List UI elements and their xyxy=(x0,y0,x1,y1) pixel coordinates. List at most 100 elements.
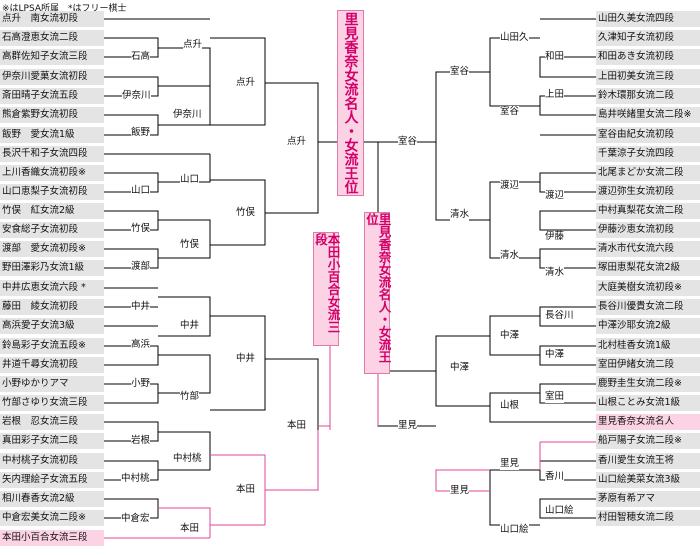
bracket-line xyxy=(539,210,596,231)
player-right: 渡辺弥生女流初段 xyxy=(596,184,700,200)
player-left: 竹俣 紅女流2級 xyxy=(0,203,104,219)
player-left: 井道千尋女流初段 xyxy=(0,357,104,373)
round-winner-r1_ueda: 上田 xyxy=(545,89,565,101)
player-right: 長谷川優貴女流二段 xyxy=(596,299,700,315)
player-left: 渡部 愛女流初段※ xyxy=(0,241,104,257)
bracket-line xyxy=(158,219,211,259)
round-winner-r1_yamaguchie: 山口絵 xyxy=(545,505,574,517)
player-right: 室谷由紀女流初段 xyxy=(596,127,700,143)
player-right: 上田初美女流三段 xyxy=(596,69,700,85)
round-winner-r1_murotani: 室谷 xyxy=(500,106,520,118)
player-right: 鈴木環那女流二段 xyxy=(596,88,700,104)
round-winner-l4_tensho: 点升 xyxy=(287,136,307,148)
player-right: 山根ことみ女流1級 xyxy=(596,395,700,411)
player-left: 鈴島彩子女流五段※ xyxy=(0,338,104,354)
player-left: 長沢千和子女流四段 xyxy=(0,146,104,162)
player-left: 中村桃子女流初段 xyxy=(0,453,104,469)
round-winner-r1_murota: 室田 xyxy=(545,391,565,403)
player-left: 高浜愛子女流3級 xyxy=(0,318,104,334)
player-right: 香川愛生女流王将 xyxy=(596,453,700,469)
round-winner-r4_satomi: 里見 xyxy=(398,420,418,432)
bracket-line xyxy=(158,47,211,87)
player-left: 真田彩子女流二段 xyxy=(0,433,104,449)
player-right: 茅原有希アマ xyxy=(596,491,700,507)
player-left: 伊奈川愛菓女流初段 xyxy=(0,69,104,85)
player-right: 村田智穂女流二段 xyxy=(596,510,700,526)
round-winner-l2_tensho: 点升 xyxy=(183,39,203,51)
round-winner-r1_yamaguchie2: 山口絵 xyxy=(500,524,529,536)
round-winner-l3_tensho: 点升 xyxy=(236,77,256,89)
round-winner-r3_shimizu: 清水 xyxy=(500,250,520,262)
player-left: 熊倉紫野女流初段 xyxy=(0,107,104,123)
bracket-line xyxy=(158,431,211,471)
round-winner-r1_ito: 伊藤 xyxy=(545,231,565,243)
bracket-line xyxy=(539,56,596,78)
player-right: 中村真梨花女流二段 xyxy=(596,203,700,219)
player-right: 塚田恵梨花女流2級 xyxy=(596,260,700,276)
round-winner-l2_honda: 本田 xyxy=(180,523,200,535)
bracket-line xyxy=(489,469,540,526)
round-winner-l1_takemata: 竹俣 xyxy=(131,223,151,235)
player-right: 大庭美樹女流初段※ xyxy=(596,280,700,296)
bracket-line xyxy=(539,498,596,519)
round-winner-l1_iwane: 岩根 xyxy=(131,435,151,447)
player-right: 中澤沙耶女流2級 xyxy=(596,318,700,334)
round-winner-r1_shimizu: 清水 xyxy=(545,267,565,279)
player-left: 石高澄恵女流二段 xyxy=(0,30,104,46)
player-left: 中倉宏美女流二段※ xyxy=(0,510,104,526)
round-winner-l3_honda: 本田 xyxy=(236,484,256,496)
round-winner-l2_takemata: 竹俣 xyxy=(180,239,200,251)
player-left: 斎田晴子女流五段 xyxy=(0,88,104,104)
round-winner-r1_hasegawa: 長谷川 xyxy=(545,310,574,322)
player-right: 和田あき女流初段 xyxy=(596,49,700,65)
round-winner-l2_yamaguchi: 山口 xyxy=(180,174,200,186)
player-right: 清水市代女流六段 xyxy=(596,241,700,257)
player-left: 矢内理絵子女流五段 xyxy=(0,472,104,488)
player-right: 北尾まどか女流二段 xyxy=(596,165,700,181)
player-left: 上川香織女流初段※ xyxy=(0,165,104,181)
round-winner-l1_inagawa: 伊奈川 xyxy=(122,90,151,102)
player-left: 安食総子女流初段 xyxy=(0,222,104,238)
player-left: 飯野 愛女流1級 xyxy=(0,127,104,143)
round-winner-l1_nakai: 中井 xyxy=(131,301,151,313)
player-left: 野田澤彩乃女流1級 xyxy=(0,260,104,276)
finalist-left-box: 本田小百合女流三段 xyxy=(313,232,341,346)
round-winner-r4_murotani: 室谷 xyxy=(398,136,418,148)
bracket-line xyxy=(539,248,596,269)
round-winner-r1_watanabe: 渡辺 xyxy=(500,180,520,192)
round-winner-r1_yamadaku: 山田久 xyxy=(500,32,529,44)
round-winner-l2_nakamura: 中村桃 xyxy=(173,453,202,465)
round-winner-l4_honda: 本田 xyxy=(287,420,307,432)
round-winner-l1_nakakura: 中倉宏 xyxy=(121,513,150,525)
round-winner-r3_nakazawa: 中澤 xyxy=(450,362,470,374)
round-winner-l1_ishitaka: 石高 xyxy=(131,51,151,63)
player-right: 室田伊緒女流二段 xyxy=(596,357,700,373)
player-right: 里見香奈女流名人 xyxy=(596,414,700,430)
round-winner-l1_ono: 小野 xyxy=(131,378,151,390)
player-right: 鹿野圭生女流二段※ xyxy=(596,376,700,392)
round-winner-r1_kagawa: 香川 xyxy=(545,471,565,483)
player-left: 本田小百合女流三段 xyxy=(0,530,104,546)
bracket-line xyxy=(489,181,540,259)
bracket-line xyxy=(158,507,211,538)
bracket-line xyxy=(265,82,319,214)
player-left: 山口恵梨子女流初段 xyxy=(0,184,104,200)
player-left: 高群佐知子女流三段 xyxy=(0,49,104,65)
round-winner-r1_satomi: 里見 xyxy=(500,458,520,470)
round-winner-l2_inagawa: 伊奈川 xyxy=(173,109,202,121)
player-right: 久津知子女流初段 xyxy=(596,30,700,46)
round-winner-l1_nakamura: 中村桃 xyxy=(121,473,150,485)
round-winner-r1_nakazawa: 中澤 xyxy=(545,349,565,361)
round-winner-r1_wada: 和田 xyxy=(545,51,565,63)
round-winner-r2_shimizu: 清水 xyxy=(450,209,470,221)
player-left: 岩根 忍女流三段 xyxy=(0,414,104,430)
player-right: 山口絵美菜女流3級 xyxy=(596,472,700,488)
bracket-line xyxy=(158,154,211,183)
bracket-line xyxy=(210,315,266,411)
champion-box: 里見香奈女流名人・女流王位 xyxy=(337,10,364,196)
bracket-line xyxy=(435,469,490,491)
player-right: 船戸陽子女流二段※ xyxy=(596,433,700,449)
player-left: 相川春香女流2級 xyxy=(0,491,104,507)
player-right: 山田久美女流四段 xyxy=(596,11,700,27)
